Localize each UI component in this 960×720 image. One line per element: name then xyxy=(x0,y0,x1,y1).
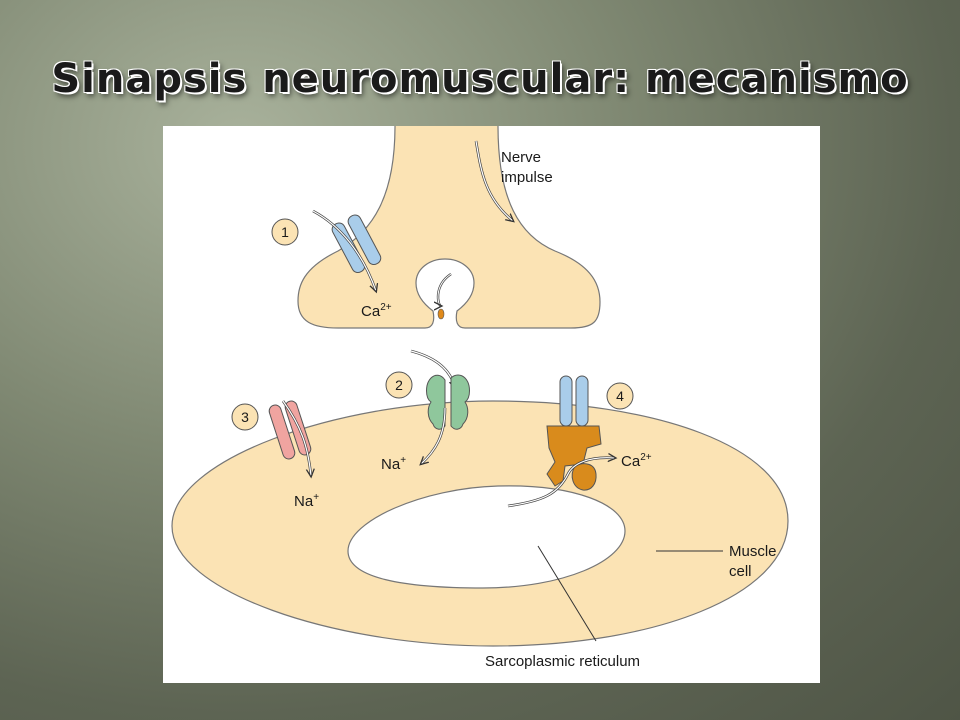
step-1-number: 1 xyxy=(281,224,289,240)
calcium-release-channel xyxy=(546,425,602,491)
sodium-label-left: Na+ xyxy=(294,492,319,510)
step-2-marker: 2 xyxy=(385,371,413,399)
sarcoplasmic-reticulum-leader xyxy=(537,545,597,642)
nerve-terminal xyxy=(297,126,601,329)
vesicle-release-arrow xyxy=(436,273,452,308)
step-2-number: 2 xyxy=(395,377,403,393)
muscle-cell xyxy=(171,400,789,647)
diagram-figure: 1 2 3 4 Nerve impulse Ca2+ Na+ Na+ Ca2+ … xyxy=(163,126,820,683)
calcium-label-right: Ca2+ xyxy=(621,452,652,470)
step-3-number: 3 xyxy=(241,409,249,425)
step-3-marker: 3 xyxy=(231,403,259,431)
calcium-channel xyxy=(331,214,382,274)
sarcoplasmic-reticulum-label: Sarcoplasmic reticulum xyxy=(485,653,640,670)
step-4-marker: 4 xyxy=(606,382,634,410)
slide-title: Sinapsis neuromuscular: mecanismo xyxy=(51,56,909,102)
acetylcholine-receptor xyxy=(426,374,470,430)
nerve-impulse-label-line1: Nerve xyxy=(501,149,541,166)
step-4-number: 4 xyxy=(616,388,624,404)
sodium-label-mid: Na+ xyxy=(381,455,406,473)
step-1-marker: 1 xyxy=(271,218,299,246)
calcium-label-top: Ca2+ xyxy=(361,302,392,320)
nerve-impulse-label-line2: impulse xyxy=(501,169,553,186)
muscle-cell-label-line2: cell xyxy=(729,563,752,580)
muscle-cell-label-line1: Muscle xyxy=(729,543,777,560)
acetylcholine-vesicle xyxy=(437,308,445,320)
